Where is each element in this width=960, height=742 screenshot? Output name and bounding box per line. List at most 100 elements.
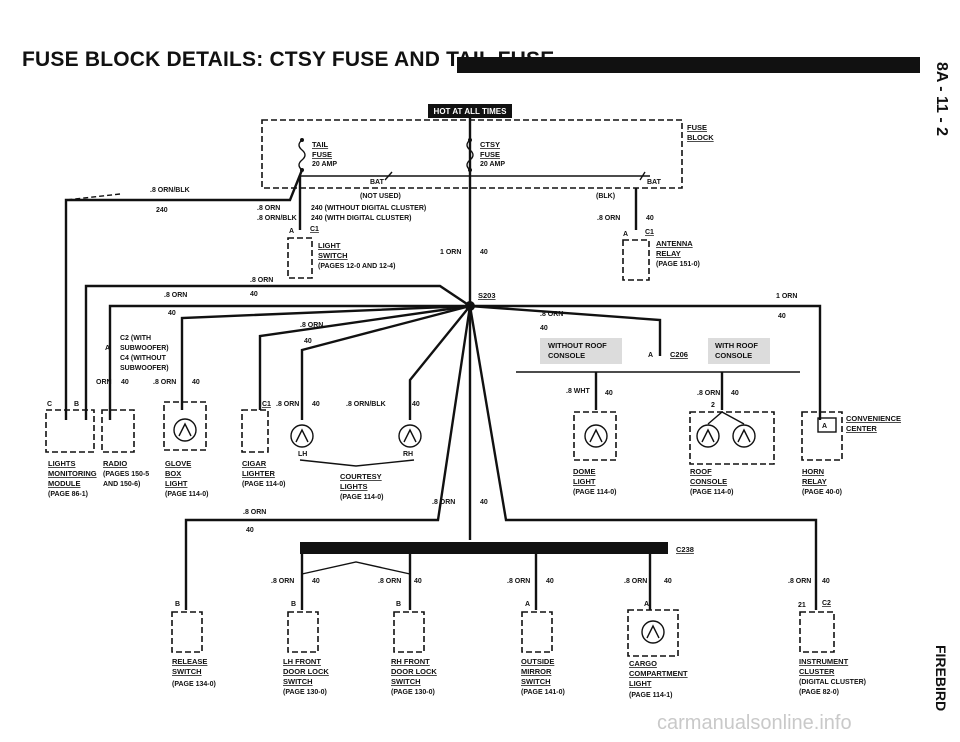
- side-page-number: 8A - 11 - 2: [926, 50, 956, 160]
- c40-r1: 40: [540, 325, 548, 332]
- side-page-number-text: 8A - 11 - 2: [933, 61, 950, 137]
- c40-glove: 40: [192, 379, 200, 386]
- fuse-block-title-2: BLOCK: [687, 133, 714, 142]
- lh-door-lock-box: [287, 611, 319, 653]
- orn-08-cargo: .8 ORN: [624, 578, 647, 585]
- c40-dome: 40: [605, 390, 613, 397]
- cigar-lighter-box: [241, 409, 269, 453]
- lmm-2: MONITORING: [48, 469, 97, 478]
- a-conn-radio: A: [105, 345, 110, 352]
- glove-box-light-box: [163, 401, 207, 451]
- page-title: FUSE BLOCK DETAILS: CTSY FUSE AND TAIL F…: [22, 48, 555, 71]
- b-conn-lhdl: B: [291, 601, 296, 608]
- c40-radio: 40: [121, 379, 129, 386]
- courtesy-rh-bulb: [398, 424, 422, 448]
- c-conn-lmm: C: [47, 401, 52, 408]
- cargo-bulb: [641, 620, 665, 644]
- c40-b2: 40: [168, 310, 176, 317]
- inst-3: (DIGITAL CLUSTER): [799, 679, 866, 686]
- with-roof-1: WITH ROOF: [715, 341, 758, 350]
- wht-08: .8 WHT: [566, 388, 590, 395]
- orn-08-r1: .8 ORN: [540, 311, 563, 318]
- c21-inst: 21: [798, 602, 806, 609]
- c40-cig: 40: [312, 401, 320, 408]
- c40-court: 40: [412, 401, 420, 408]
- lhdl-2: DOOR LOCK: [283, 667, 329, 676]
- horn-page: (PAGE 40-0): [802, 489, 842, 496]
- c40-main: 40: [480, 249, 488, 256]
- c40-lh: 40: [312, 578, 320, 585]
- roof-2: CONSOLE: [690, 477, 727, 486]
- inst-2: CLUSTER: [799, 667, 835, 676]
- cargo-1: CARGO: [629, 659, 657, 668]
- horn-relay-box: [801, 411, 843, 461]
- instrument-cluster-box: [799, 611, 835, 653]
- light-switch-2: SWITCH: [318, 251, 348, 260]
- mirror-page: (PAGE 141-0): [521, 689, 565, 696]
- a-conn-c206: A: [648, 352, 653, 359]
- mirror-3: SWITCH: [521, 677, 551, 686]
- roof-console-box: [689, 411, 775, 465]
- radio-page-1: (PAGES 150-5: [103, 471, 149, 478]
- c240-digital: 240 (WITH DIGITAL CLUSTER): [311, 215, 411, 222]
- orn-1-main: 1 ORN: [440, 249, 461, 256]
- tail-fuse-label-1: TAIL: [312, 140, 329, 149]
- rh-label: RH: [403, 451, 413, 458]
- with-roof-2: CONSOLE: [715, 351, 752, 360]
- ctsy-fuse-label-3: 20 AMP: [480, 161, 505, 168]
- inst-1: INSTRUMENT: [799, 657, 849, 666]
- orn-08-rh: .8 ORN: [378, 578, 401, 585]
- glove-3: LIGHT: [165, 479, 188, 488]
- dome-page: (PAGE 114-0): [573, 489, 616, 496]
- horn-2: RELAY: [802, 477, 827, 486]
- c2-inst: C2: [822, 600, 831, 607]
- glove-page: (PAGE 114-0): [165, 491, 208, 498]
- ctsy-fuse-label-2: FUSE: [480, 150, 500, 159]
- c40-inst: 40: [822, 578, 830, 585]
- c1-conn-cig: C1: [262, 401, 271, 408]
- rhdl-1: RH FRONT: [391, 657, 430, 666]
- antenna-relay-box: [622, 239, 650, 281]
- fuse-block-outline: [261, 119, 683, 189]
- courtesy-2: LIGHTS: [340, 482, 368, 491]
- roof-1: ROOF: [690, 467, 712, 476]
- orn-08-roof: .8 ORN: [697, 390, 720, 397]
- c2-note-1: C2 (WITH: [120, 335, 151, 342]
- orn-08-mir: .8 ORN: [507, 578, 530, 585]
- side-vehicle-name-text: FIREBIRD: [933, 644, 949, 712]
- lmm-1: LIGHTS: [48, 459, 76, 468]
- b-conn-release: B: [175, 601, 180, 608]
- c1-conn-light: C1: [310, 226, 319, 233]
- rhdl-2: DOOR LOCK: [391, 667, 437, 676]
- rh-door-lock-box: [393, 611, 425, 653]
- tail-fuse-label-2: FUSE: [312, 150, 332, 159]
- ctsy-fuse-symbol: [466, 139, 474, 171]
- lmm-3: MODULE: [48, 479, 81, 488]
- inst-page: (PAGE 82-0): [799, 689, 839, 696]
- glove-1: GLOVE: [165, 459, 191, 468]
- orn-08-mid: .8 ORN: [243, 509, 266, 516]
- release-2: SWITCH: [172, 667, 202, 676]
- c40-b3: 40: [304, 338, 312, 345]
- c2-note-4: SUBWOOFER): [120, 365, 169, 372]
- horn-1: HORN: [802, 467, 824, 476]
- c240-no-digital: 240 (WITHOUT DIGITAL CLUSTER): [311, 205, 426, 212]
- c1-conn-ant: C1: [645, 229, 654, 236]
- not-used-note: (NOT USED): [360, 193, 401, 200]
- c206-label: C206: [670, 350, 688, 359]
- c2-num-roof: 2: [711, 402, 715, 409]
- orn-blk-08-court: .8 ORN/BLK: [346, 401, 386, 408]
- b-conn-lmm: B: [74, 401, 79, 408]
- without-roof-2: CONSOLE: [548, 351, 585, 360]
- b-conn-rhdl: B: [396, 601, 401, 608]
- orn-08-cig: .8 ORN: [276, 401, 299, 408]
- c40-right: 40: [778, 313, 786, 320]
- rhdl-page: (PAGE 130-0): [391, 689, 435, 696]
- orn-radio: ORN: [96, 379, 112, 386]
- lhdl-1: LH FRONT: [283, 657, 321, 666]
- orn-08-a: .8 ORN: [257, 205, 280, 212]
- orn-08-ant: .8 ORN: [597, 215, 620, 222]
- cargo-2: COMPARTMENT: [629, 669, 688, 678]
- radio-page-2: AND 150-6): [103, 481, 140, 488]
- lhdl-page: (PAGE 130-0): [283, 689, 327, 696]
